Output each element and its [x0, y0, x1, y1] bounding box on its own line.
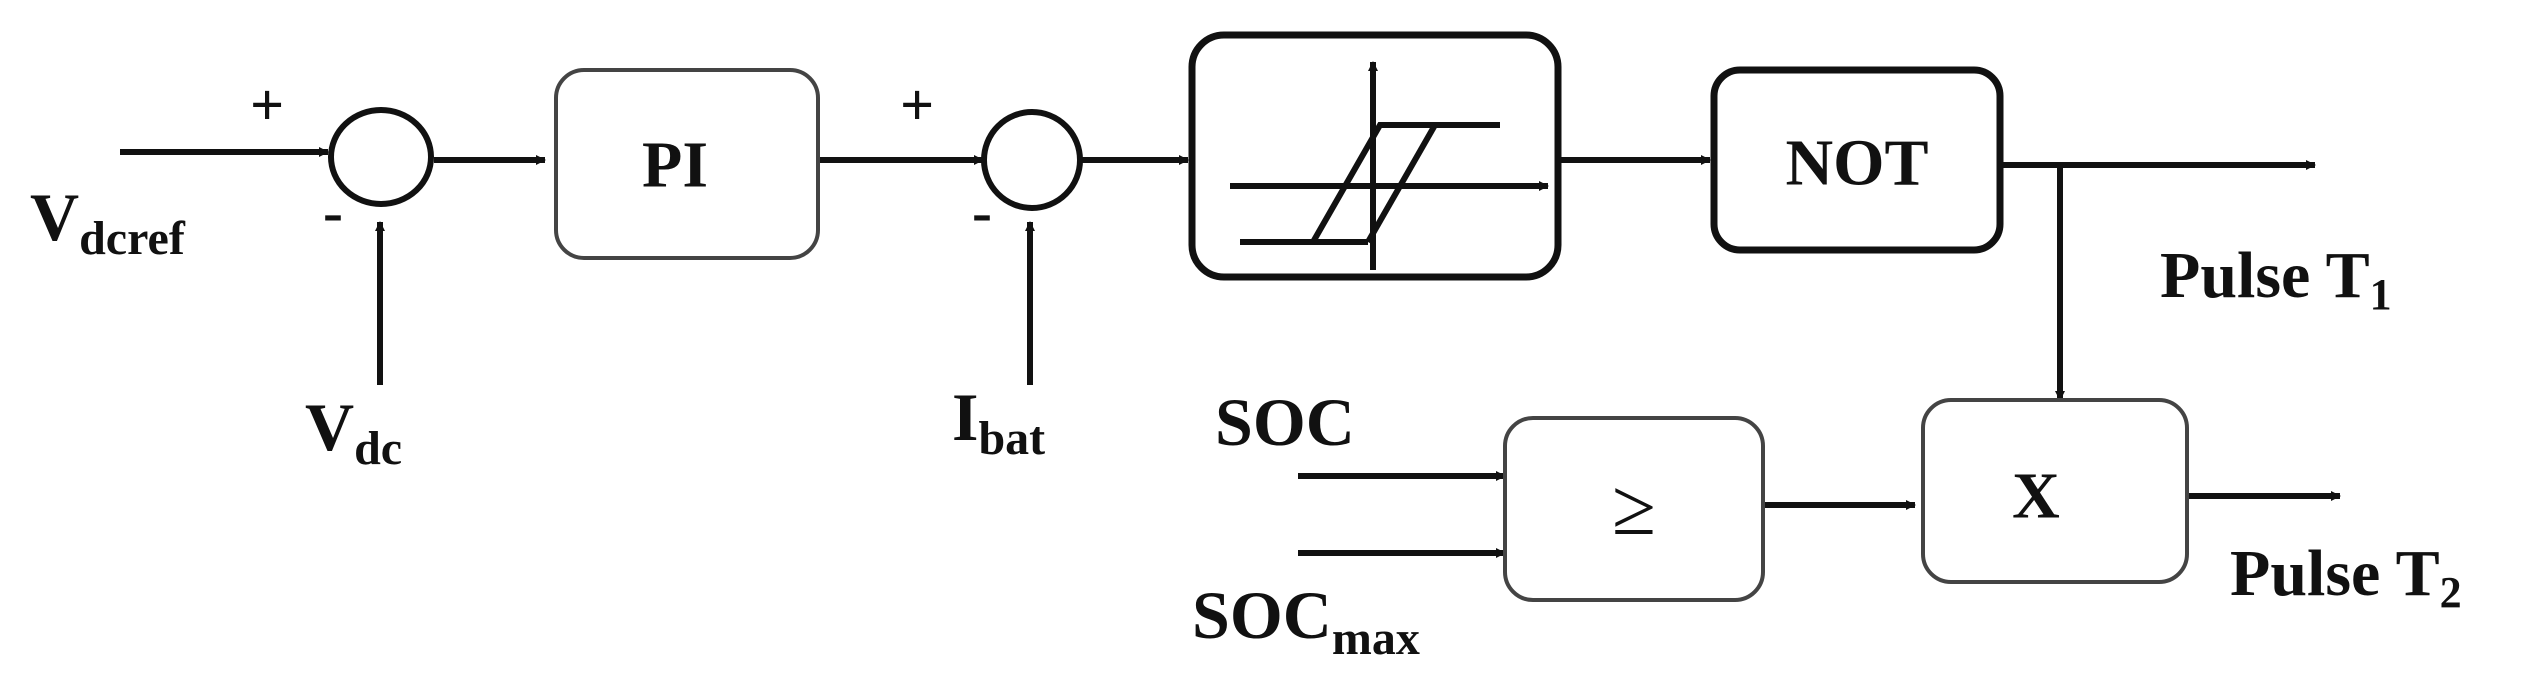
vdc-label: Vdc: [305, 389, 402, 475]
socmax-label: SOCmax: [1192, 577, 1420, 665]
soc-label: SOC: [1215, 384, 1355, 460]
pi-block: PI: [554, 68, 820, 260]
hysteresis-loop-right-edge: [1365, 123, 1438, 244]
pulse-t1-label: Pulse T1: [2160, 239, 2392, 319]
hysteresis-loop-curve: [1240, 122, 1500, 245]
summing-junction-2: + -: [900, 72, 1083, 245]
ibat-label: Ibat: [952, 379, 1045, 465]
signal-wires: [120, 147, 2341, 558]
not-block-label: NOT: [1785, 127, 1928, 200]
not-block: NOT: [1710, 66, 2004, 254]
pi-block-label: PI: [642, 129, 708, 202]
vdcref-label: Vdcref: [30, 179, 186, 265]
sum2-plus-sign: +: [900, 72, 934, 138]
multiply-block: X: [1921, 398, 2189, 584]
sum1-plus-sign: +: [250, 72, 284, 138]
compare-block-symbol: ≥: [1612, 464, 1656, 552]
summing-junction-1: + -: [250, 72, 434, 245]
sum1-minus-sign: -: [323, 179, 343, 245]
sum2-minus-sign: -: [972, 179, 992, 245]
multiply-block-label: X: [2012, 460, 2060, 533]
pulse-t2-label: Pulse T2: [2230, 537, 2462, 617]
hysteresis-relay-block: [1188, 31, 1562, 281]
compare-block: ≥: [1503, 416, 1765, 602]
